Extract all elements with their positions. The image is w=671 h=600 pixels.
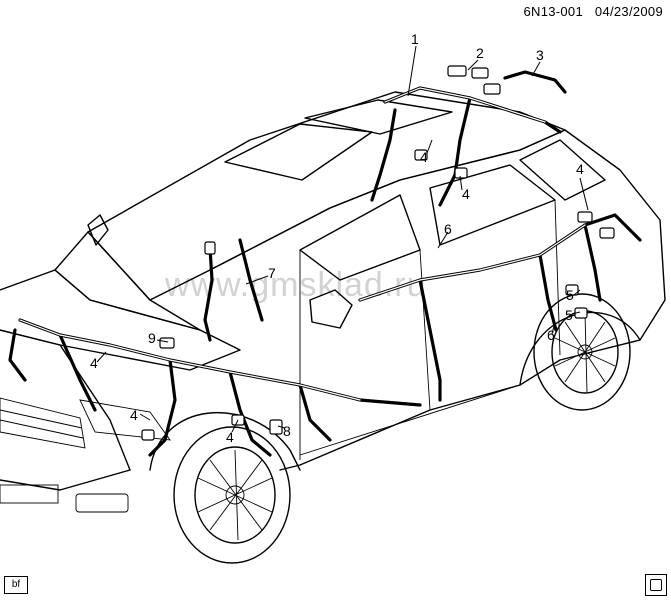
far-mirror [87, 214, 109, 246]
front-tire [173, 426, 291, 564]
callout-leaders [96, 45, 589, 433]
callout-6a: 6 [444, 221, 452, 237]
callout-2: 2 [476, 45, 484, 61]
rear-door-edge [554, 199, 561, 356]
callout-6b: 6 [547, 327, 555, 343]
hood [0, 269, 241, 371]
pillar-harness [203, 238, 264, 342]
callout-labels: 1 2 3 4 4 4 4 4 4 5 5 6 6 7 8 9 [90, 31, 584, 445]
side-mirror [309, 289, 353, 329]
front-rim-spokes [197, 449, 273, 541]
callout-4d: 4 [90, 355, 98, 371]
callout-7: 7 [268, 265, 276, 281]
callout-4a: 4 [420, 149, 428, 165]
rear-wheel-arch [519, 311, 641, 386]
callout-4c: 4 [576, 161, 584, 177]
diagram-id: 6N13-001 [523, 4, 583, 19]
callout-4e: 4 [130, 407, 138, 423]
grille [0, 397, 86, 449]
rear-rim-spokes [554, 312, 616, 393]
rocker-panel [299, 384, 521, 456]
callout-5a: 5 [566, 287, 574, 303]
rear-harness-connectors [414, 149, 615, 319]
body-harness [358, 213, 642, 402]
fog-lamp [75, 493, 129, 513]
callout-3: 3 [536, 47, 544, 63]
front-door-window [299, 194, 421, 281]
callout-8: 8 [283, 423, 291, 439]
quarter-window [519, 139, 606, 201]
diagram-reference: 6N13-001 04/23/2009 [516, 4, 664, 19]
lower-intake [0, 484, 59, 504]
front-hub [225, 485, 245, 505]
sunroof-front [224, 123, 373, 181]
windshield [54, 231, 201, 331]
callout-4f: 4 [226, 429, 234, 445]
headlamp [79, 399, 171, 441]
sunroof-rear [304, 99, 453, 135]
front-fascia [0, 329, 131, 491]
callout-4b: 4 [462, 186, 470, 202]
publisher-logo-icon [645, 574, 667, 596]
diagram-date: 04/23/2009 [594, 4, 663, 19]
overhead-console-connectors [447, 65, 567, 95]
rear-hub [577, 344, 593, 360]
side-body [209, 129, 666, 471]
callout-1: 1 [411, 31, 419, 47]
callout-9: 9 [148, 330, 156, 346]
instrument-panel-harness [8, 318, 422, 457]
front-rim [194, 446, 276, 544]
door-divider [419, 249, 431, 411]
rear-tire [533, 293, 631, 411]
callout-5b: 5 [565, 307, 573, 323]
footer-code: bf [4, 576, 28, 594]
